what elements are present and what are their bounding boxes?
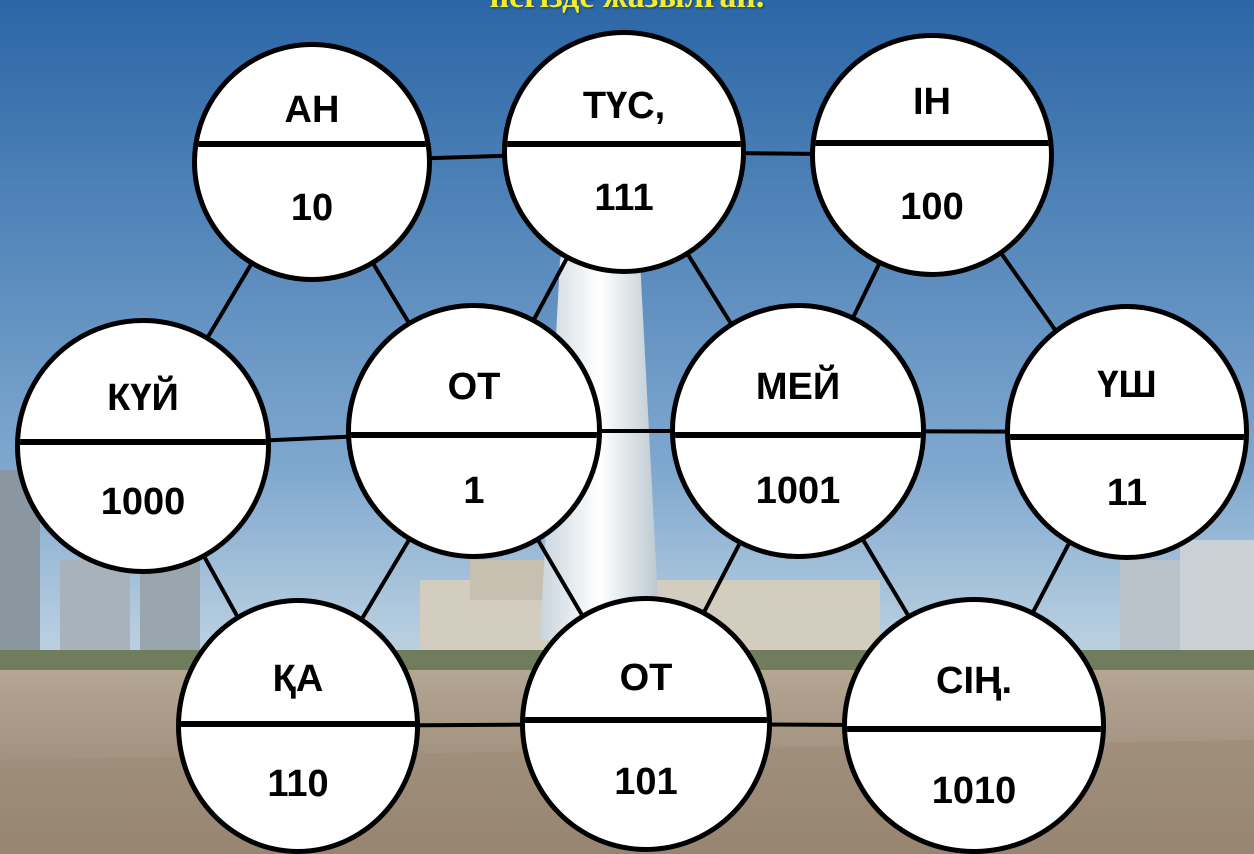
node-divider xyxy=(847,726,1101,732)
node-ot-2: ОТ 101 xyxy=(520,596,772,852)
node-code: 111 xyxy=(507,179,741,217)
node-code: 110 xyxy=(181,765,415,803)
node-word: ТҮС, xyxy=(507,87,741,125)
node-divider xyxy=(197,141,427,147)
node-qa: ҚА 110 xyxy=(176,598,420,854)
node-divider xyxy=(181,721,415,727)
node-divider xyxy=(675,432,921,438)
node-word: ҚА xyxy=(181,660,415,698)
node-word: МЕЙ xyxy=(675,368,921,406)
node-divider xyxy=(1010,434,1244,440)
node-kui: КҮЙ 1000 xyxy=(15,318,271,574)
node-divider xyxy=(351,432,597,438)
node-code: 101 xyxy=(525,763,767,801)
node-word: ІН xyxy=(815,83,1049,121)
node-word: КҮЙ xyxy=(20,379,266,417)
node-code: 10 xyxy=(197,189,427,227)
node-code: 1001 xyxy=(675,472,921,510)
node-sin: СІҢ. 1010 xyxy=(842,597,1106,854)
node-in: ІН 100 xyxy=(810,33,1054,277)
node-divider xyxy=(20,439,266,445)
node-word: ОТ xyxy=(525,659,767,697)
node-word: СІҢ. xyxy=(847,662,1101,700)
node-an: АН 10 xyxy=(192,42,432,282)
node-divider xyxy=(507,141,741,147)
node-ush: ҮШ 11 xyxy=(1005,304,1249,560)
node-code: 1000 xyxy=(20,483,266,521)
node-divider xyxy=(525,717,767,723)
node-code: 11 xyxy=(1010,474,1244,512)
node-code: 1010 xyxy=(847,772,1101,810)
node-code: 100 xyxy=(815,188,1049,226)
node-divider xyxy=(815,140,1049,146)
node-word: ҮШ xyxy=(1010,366,1244,404)
node-code: 1 xyxy=(351,472,597,510)
node-tus: ТҮС, 111 xyxy=(502,30,746,274)
node-word: ОТ xyxy=(351,368,597,406)
node-word: АН xyxy=(197,91,427,129)
node-mei: МЕЙ 1001 xyxy=(670,303,926,559)
node-ot-1: ОТ 1 xyxy=(346,303,602,559)
